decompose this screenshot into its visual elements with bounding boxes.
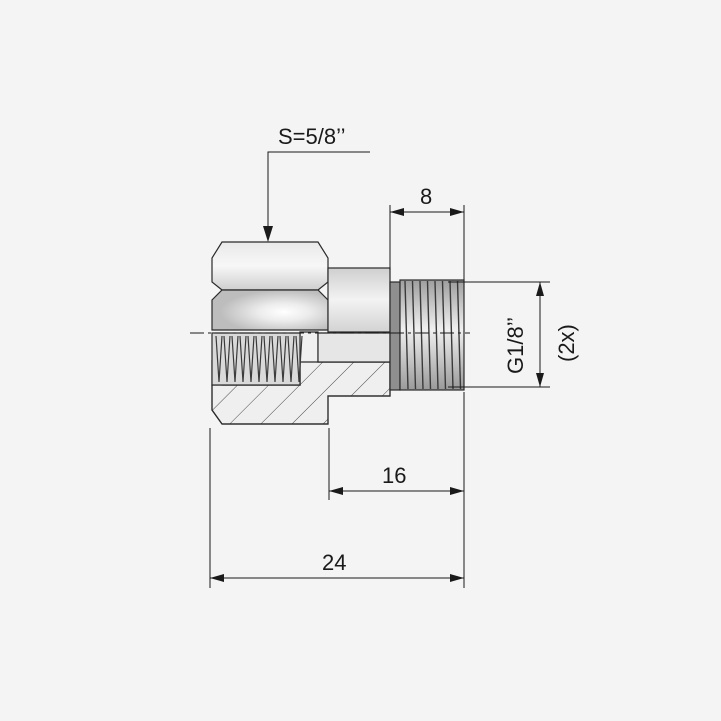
body-bore bbox=[317, 332, 391, 363]
internal-thread-teeth bbox=[215, 335, 303, 383]
hex-leader-line bbox=[267, 151, 370, 234]
thread-length-label: 8 bbox=[420, 184, 432, 209]
section-hatching bbox=[212, 362, 390, 424]
thread-neck bbox=[389, 281, 401, 391]
hex-size-label: S=5/8’’ bbox=[278, 124, 345, 149]
thread-qty-label: (2x) bbox=[554, 324, 579, 362]
body-length-label: 16 bbox=[382, 463, 406, 488]
fitting-drawing bbox=[190, 241, 470, 425]
total-length-label: 24 bbox=[322, 550, 346, 575]
male-thread bbox=[399, 279, 465, 391]
male-thread-teeth bbox=[404, 280, 462, 390]
hex-leader-arrow bbox=[263, 226, 273, 242]
thread-spec-label: G1/8’’ bbox=[503, 317, 528, 374]
dimensions: S=5/8’’ 8 G1/8’’ (2x) 16 24 bbox=[209, 124, 579, 588]
hex-lower-face bbox=[211, 289, 329, 331]
hex-upper-face bbox=[211, 241, 329, 291]
body-upper bbox=[327, 267, 391, 333]
